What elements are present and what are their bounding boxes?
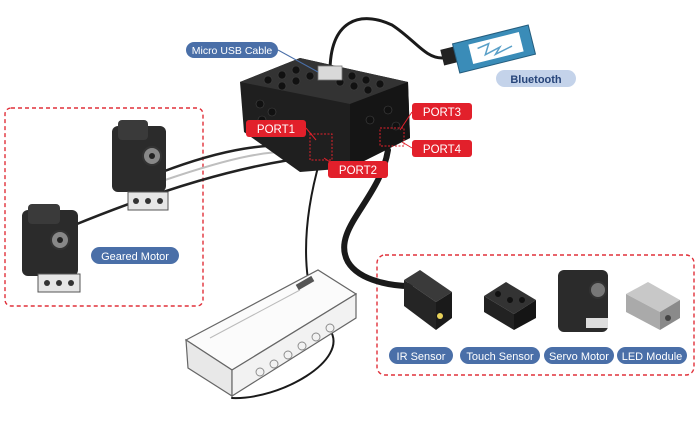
port4-leader — [401, 141, 413, 149]
sensor-cable-thick — [341, 147, 413, 289]
svg-text:Bluetooth: Bluetooth — [510, 74, 562, 86]
svg-text:PORT3: PORT3 — [423, 107, 461, 119]
geared-motor-group-box — [4, 107, 204, 307]
touch-sensor-device — [484, 282, 536, 330]
svg-text:Micro USB Cable: Micro USB Cable — [192, 45, 273, 57]
port2-leader — [323, 157, 331, 163]
port2-label: PORT2 — [328, 161, 388, 178]
svg-text:Touch Sensor: Touch Sensor — [466, 351, 534, 363]
motor2-cable — [70, 154, 320, 228]
svg-text:IR Sensor: IR Sensor — [397, 351, 446, 363]
touch-sensor-label: Touch Sensor — [460, 347, 540, 364]
port3-leader — [399, 111, 413, 131]
micro-usb-label: Micro USB Cable — [186, 42, 278, 58]
bluetooth-cable — [328, 17, 444, 74]
geared-motor-label: Geared Motor — [91, 247, 179, 264]
bluetooth-label: Bluetooth — [496, 70, 576, 87]
geared-motor-top — [112, 120, 169, 211]
servo-motor-device — [558, 270, 608, 332]
controller-hub — [240, 58, 410, 172]
sensor-group-box — [376, 254, 695, 376]
svg-text:Servo Motor: Servo Motor — [549, 351, 609, 363]
svg-text:Geared Motor: Geared Motor — [101, 251, 169, 263]
port1-label: PORT1 — [246, 120, 306, 137]
svg-text:LED Module: LED Module — [622, 351, 683, 363]
port3-label: PORT3 — [412, 103, 472, 120]
ir-sensor-device — [404, 270, 452, 330]
port4-label: PORT4 — [412, 140, 472, 157]
servo-motor-label: Servo Motor — [544, 347, 614, 364]
port1-leader — [305, 127, 317, 141]
battery-pack — [184, 269, 358, 398]
micro-usb-leader — [277, 49, 319, 73]
geared-motor-bottom — [22, 204, 81, 293]
bluetooth-module — [440, 24, 537, 74]
ir-sensor-label: IR Sensor — [389, 347, 453, 364]
svg-text:PORT2: PORT2 — [339, 165, 377, 177]
led-module-device — [626, 282, 680, 330]
svg-text:PORT4: PORT4 — [423, 144, 462, 156]
svg-text:PORT1: PORT1 — [257, 124, 295, 136]
led-module-label: LED Module — [617, 347, 687, 364]
